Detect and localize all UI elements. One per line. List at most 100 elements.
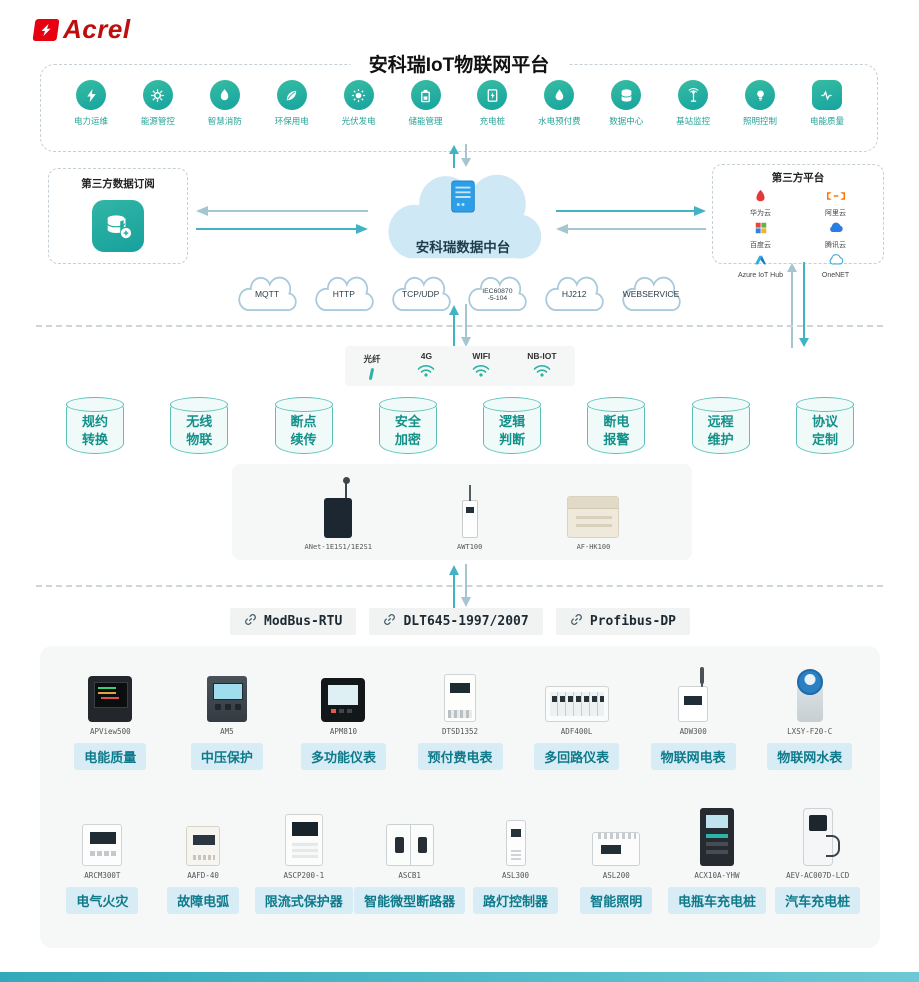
product-model: ASCP200-1 [283,871,325,880]
app-label: 照明控制 [743,116,778,126]
arrow-apps-to-cloud [449,144,471,168]
app-item: 储能管理 [394,80,458,127]
protocol-name: WEBSERVICE [622,289,680,299]
platform-name: 百度云 [750,242,771,249]
platform-name: 华为云 [750,210,771,217]
bus-protocol-label: DLT645-1997/2007 [403,614,529,629]
link-4g: 4G [417,351,435,382]
product-image-ascp200 [284,806,323,866]
platform-baidu: 百度云 [725,221,796,250]
platform-apps-box: 安科瑞IoT物联网平台 电力运维 能源管控 智慧消防 环保用电 光伏发电 [40,50,878,152]
third-party-title: 第三方平台 [771,172,825,184]
app-item: 水电预付费 [527,80,591,127]
protocol-name-line1: IEC60870 [482,288,513,295]
app-item: 智慧消防 [193,80,257,127]
huawei-cloud-icon [754,189,767,207]
product-card: LXSY-F20-C 物联网水表 [751,662,868,770]
app-item: 光伏发电 [327,80,391,127]
product-model: ADF400L [560,727,593,736]
protocol-name: HJ212 [561,289,587,299]
platform-azure: Azure IoT Hub [725,253,796,279]
feature-line1: 逻辑 [499,414,526,429]
platform-name: Azure IoT Hub [737,272,783,279]
gateway-model: ANet-1E1S1/1E2S1 [304,543,372,551]
third-party-subscription-box: 第三方数据订阅 [48,168,188,264]
product-model: ASL300 [501,871,530,880]
dashed-divider-top [36,325,883,327]
gateway-device-image [567,494,620,538]
gateway-devices-box: ANet-1E1S1/1E2S1 AWT100 AF-HK100 [232,464,692,560]
product-card: ASCP200-1 限流式保护器 [253,806,354,914]
feature-cylinder: 安全加密 [378,397,437,454]
link-chain-icon [244,613,257,630]
platform-name: 腾讯云 [825,242,846,249]
acrel-logo-text: Acrel [63,14,131,44]
product-category-label: 多回路仪表 [534,743,620,770]
azure-icon [754,253,767,271]
app-label: 基站监控 [676,116,711,126]
app-label: 电能质量 [809,116,844,126]
product-category-label: 电气火灾 [66,887,139,914]
feature-line1: 远程 [707,414,734,429]
bolt-icon [76,80,106,110]
product-card: ARCM300T 电气火灾 [52,806,153,914]
link-label: 4G [420,350,433,361]
link-label: NB-IOT [527,350,557,361]
feature-cylinder: 逻辑判断 [483,397,542,454]
product-category-label: 预付费电表 [417,743,503,770]
product-image-asl300 [505,806,526,866]
product-category-label: 物联网电表 [650,743,736,770]
app-label: 智慧消防 [207,116,242,126]
feature-cylinder: 断电报警 [587,397,646,454]
product-model: LXSY-F20-C [787,727,833,736]
link-label: WIFI [472,350,491,361]
app-label: 光伏发电 [341,116,376,126]
antenna-icon [678,80,709,110]
acrel-logo: Acrel [32,14,131,45]
bulb-icon [745,80,776,110]
product-card: AEV-AC007D-LCD 汽车充电桩 [767,806,868,914]
database-plus-icon [92,200,144,252]
gateway-anet: ANet-1E1S1/1E2S1 [304,477,372,551]
signal-icon [417,364,435,382]
product-image-adw300 [678,662,709,722]
water-drop-icon [544,80,575,110]
products-row-2: ARCM300T 电气火灾 AAFD-40 故障电弧 ASCP200-1 限流式… [52,806,868,914]
data-center-label: 安科瑞数据中台 [415,240,511,255]
app-item: 电力运维 [59,80,123,127]
protocol-cloud-tcpudp: TCP/UDP [386,274,456,316]
link-chain-icon [570,613,583,630]
app-item: 数据中心 [594,80,658,127]
product-card: ADF400L 多回路仪表 [518,662,635,770]
product-category-label: 中压保护 [190,743,263,770]
wifi-icon [472,364,490,382]
product-card: ACX10A-YHW 电瓶车充电桩 [667,806,768,914]
protocol-cloud-iec60870: IEC60870 -5-104 [462,274,532,316]
product-card: ASCB1 智能微型断路器 [354,806,466,914]
feature-line2: 加密 [394,431,421,447]
product-image-ascb1 [385,806,434,866]
link-chain-icon [383,613,396,630]
feature-cylinder: 协议定制 [795,397,854,454]
product-image-adf400l [544,662,609,722]
product-category-label: 智能照明 [580,887,653,914]
app-label: 环保用电 [274,116,309,126]
arrow-cloud-thirdparty [556,206,706,234]
product-model: ASL200 [602,871,630,880]
protocol-clouds-row: MQTT HTTP TCP/UDP IEC60870 -5-104 HJ212 … [232,274,686,316]
product-image-apm810 [321,662,366,722]
app-label: 充电桩 [479,116,506,126]
sun-icon [343,80,374,110]
bus-protocol-modbus: ModBus-RTU [230,608,357,635]
product-category-label: 限流式保护器 [254,887,353,914]
platform-alibaba: 阿里云 [800,189,871,218]
link-label: 光纤 [363,353,381,364]
product-card: DTSD1352 预付费电表 [402,662,519,770]
protocol-name: TCP/UDP [401,289,440,299]
tencent-cloud-icon [828,221,844,239]
bus-protocols-row: ModBus-RTU DLT645-1997/2007 Profibus-DP [230,608,690,635]
product-image-arcm300t [82,806,123,866]
baidu-cloud-icon [755,221,767,239]
protocol-cloud-mqtt: MQTT [232,274,302,316]
